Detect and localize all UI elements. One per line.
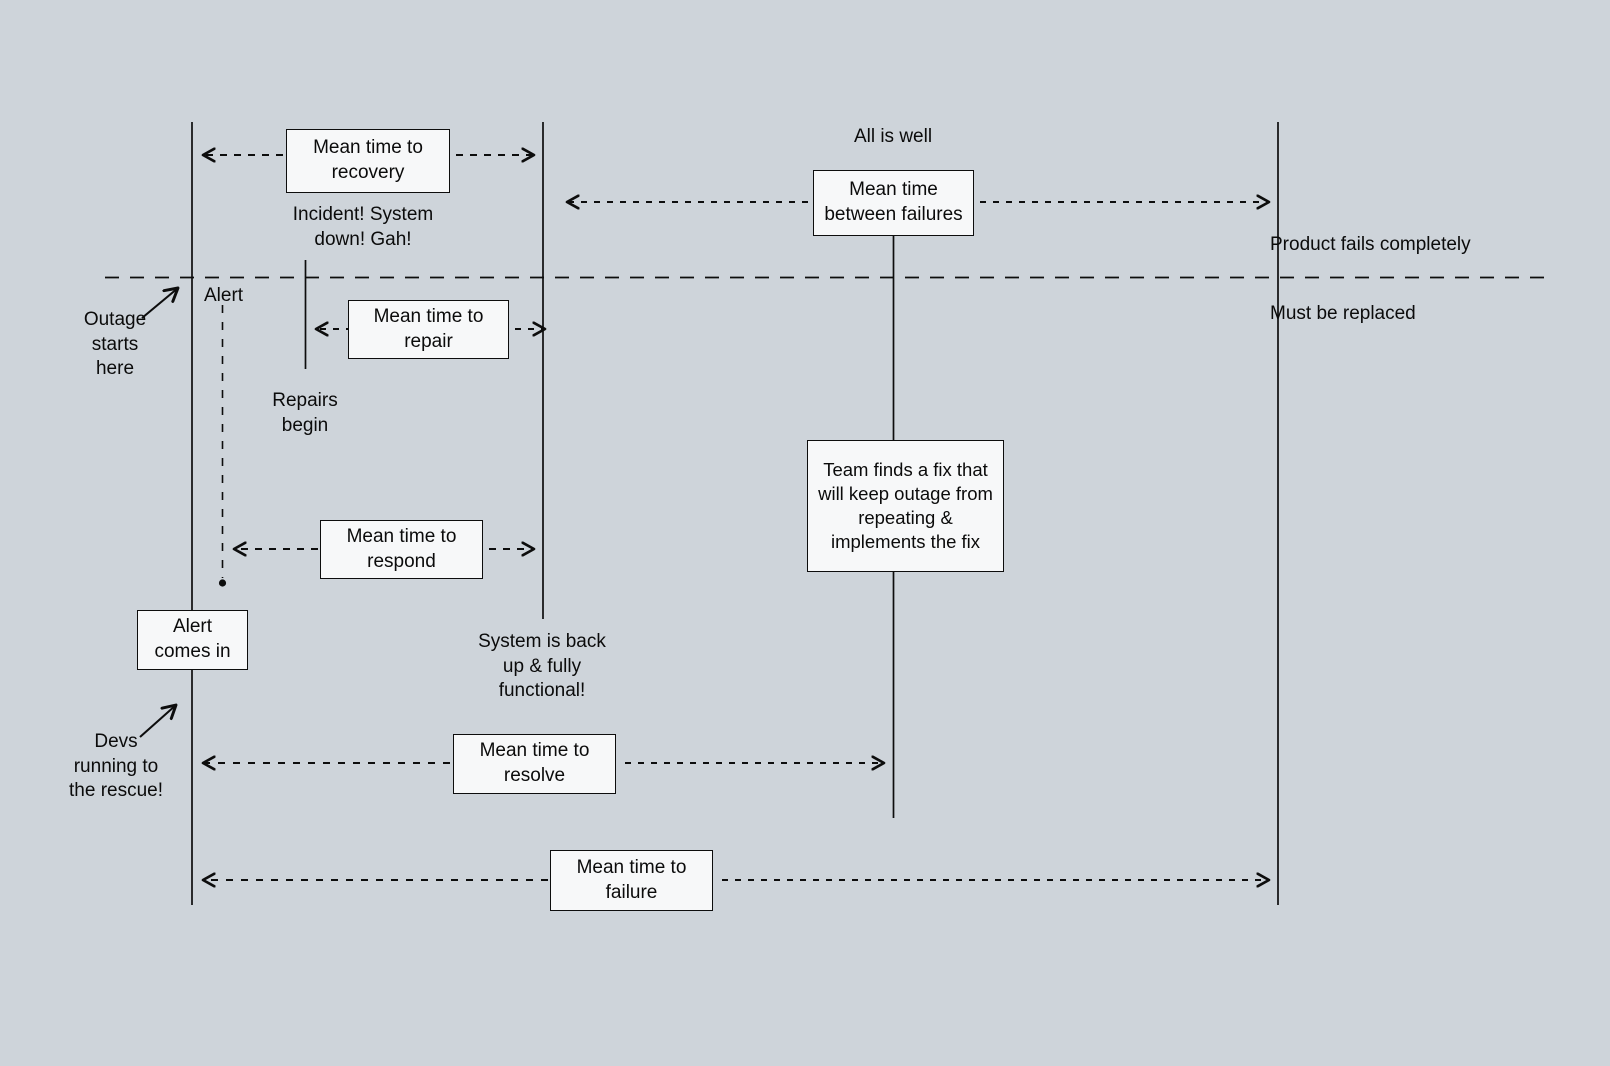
node-mean-time-to-recovery[interactable]: Mean time to recovery — [286, 129, 450, 193]
label-product-fails-completely: Product fails completely — [1270, 234, 1471, 255]
label-incident-system-down: Incident! System down! Gah! — [292, 204, 434, 250]
label-alert: Alert — [204, 285, 244, 306]
node-mean-time-to-respond[interactable]: Mean time to respond — [320, 520, 483, 579]
label-system-back-up: System is back up & fully functional! — [478, 631, 606, 702]
node-mean-time-to-repair[interactable]: Mean time to repair — [348, 300, 509, 359]
label-must-be-replaced: Must be replaced — [1270, 303, 1416, 324]
alert-dropline-endpoint — [218, 579, 227, 587]
label-outage-starts-here: Outage starts here — [83, 309, 147, 380]
label-devs-running-to-rescue: Devs running to the rescue! — [69, 731, 163, 802]
node-team-finds-fix[interactable]: Team finds a fix that will keep outage f… — [807, 440, 1004, 572]
label-repairs-begin: Repairs begin — [272, 390, 338, 436]
node-alert-comes-in[interactable]: Alert comes in — [137, 610, 248, 670]
node-mean-time-between-failures[interactable]: Mean time between failures — [813, 170, 974, 236]
node-mean-time-to-resolve[interactable]: Mean time to resolve — [453, 734, 616, 794]
label-all-is-well: All is well — [853, 126, 933, 147]
node-mean-time-to-failure[interactable]: Mean time to failure — [550, 850, 713, 911]
